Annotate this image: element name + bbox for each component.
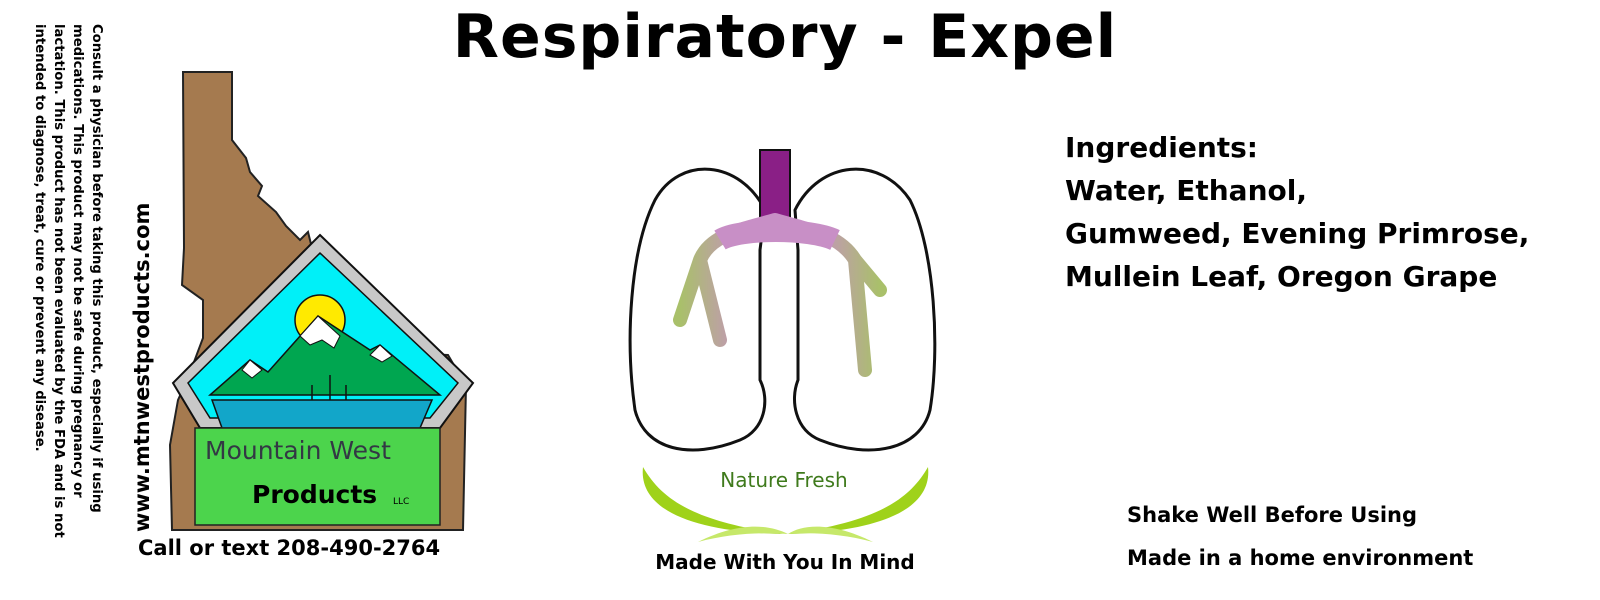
fda-disclaimer: Consult a physician before taking this p… — [32, 24, 104, 538]
ingredients-heading: Ingredients: — [1065, 131, 1259, 164]
slogan: Made With You In Mind — [655, 550, 915, 574]
product-title: Respiratory - Expel — [452, 2, 1118, 72]
home-environment-note: Made in a home environment — [1127, 546, 1474, 570]
lungs-illustration — [628, 149, 937, 452]
left-lung — [628, 167, 767, 452]
leaf-swoosh-icon — [642, 467, 929, 542]
trachea — [759, 149, 791, 226]
tree-icons — [311, 375, 347, 400]
shake-instruction: Shake Well Before Using — [1127, 503, 1418, 527]
brand-name-line2: Products — [252, 480, 378, 509]
lake — [210, 399, 434, 429]
mountain-west-logo — [168, 71, 475, 531]
nature-fresh-brand: Nature Fresh — [720, 468, 848, 492]
brand-banner — [194, 427, 441, 526]
ingredients-block: Ingredients: Water, Ethanol, Gumweed, Ev… — [1065, 126, 1529, 298]
brand-name-line1: Mountain West — [205, 436, 391, 465]
ingredients-line: Water, Ethanol, — [1065, 174, 1307, 207]
phone-contact: Call or text 208-490-2764 — [138, 536, 441, 560]
brand-suffix: LLC — [393, 497, 410, 507]
ingredients-line: Gumweed, Evening Primrose, — [1065, 217, 1530, 250]
ingredients-line: Mullein Leaf, Oregon Grape — [1065, 260, 1498, 293]
